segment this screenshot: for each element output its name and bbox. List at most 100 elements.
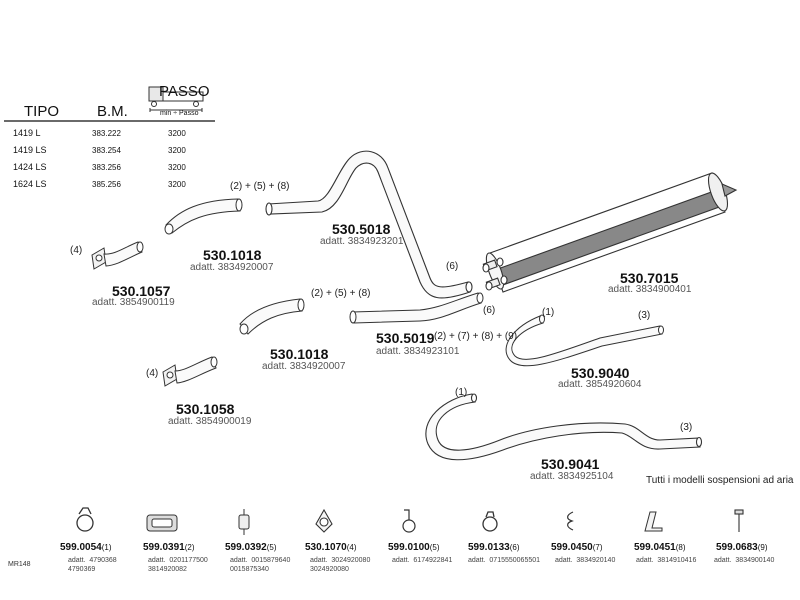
bottom-part-code: 599.0451(8) <box>634 542 686 553</box>
bottom-part-code: 599.0392(5) <box>225 542 277 553</box>
bottom-part-qty: (1) <box>101 543 112 552</box>
callout-530-9040-3: (3) <box>638 310 651 321</box>
part-code-530-1018b: 530.1018 <box>270 346 329 362</box>
bottom-part-qty: (9) <box>757 543 768 552</box>
part-code-530-7015: 530.7015 <box>620 270 679 286</box>
table-row-bm: 383.256 <box>92 163 121 172</box>
bottom-part-code: 599.0133(6) <box>468 542 520 553</box>
gasket-icon <box>146 514 178 532</box>
bottom-part-code: 599.0450(7) <box>551 542 603 553</box>
part-530-1018b-drawing <box>239 298 305 335</box>
bottom-part-code-text: 599.0450 <box>551 542 593 553</box>
table-row-passo: 3200 <box>168 163 186 172</box>
bottom-part-qty: (6) <box>509 543 520 552</box>
table-row-tipo: 1419 LS <box>13 145 47 155</box>
spring-hook-icon <box>567 511 574 531</box>
bottom-part-code-text: 599.0391 <box>143 542 185 553</box>
table-header-tipo: TIPO <box>24 103 60 120</box>
passo-subtitle: min ÷ Passo <box>160 110 199 117</box>
air-suspension-note: Tutti i modelli sospensioni ad aria <box>646 475 794 486</box>
page-reference: MR148 <box>8 561 31 568</box>
table-row-tipo: 1424 LS <box>13 162 47 172</box>
table-row-bm: 383.222 <box>92 129 121 138</box>
bottom-part-adatt: adatt. 0015879640 0015875340 <box>230 557 291 573</box>
bottom-part-code-text: 599.0133 <box>468 542 510 553</box>
bottom-part-adatt: adatt. 0715550065501 <box>468 557 541 564</box>
bottom-part-adatt: adatt. 4790368 4790369 <box>68 557 117 573</box>
bottom-part-code-text: 530.1070 <box>305 542 347 553</box>
table-row-bm: 385.256 <box>92 180 121 189</box>
part-adatt-530-9040: adatt. 3854920604 <box>558 379 642 390</box>
rubber-mount-icon <box>238 509 250 535</box>
table-row-tipo: 1419 L <box>13 128 41 138</box>
bottom-part-code-text: 599.0392 <box>225 542 267 553</box>
part-code-530-5018: 530.5018 <box>332 221 391 237</box>
part-adatt-530-9041: adatt. 3834925104 <box>530 471 614 482</box>
callout-530-1057: (4) <box>70 245 83 256</box>
truck-icon <box>148 86 204 112</box>
bottom-part-qty: (2) <box>184 543 195 552</box>
bottom-part-qty: (5) <box>266 543 277 552</box>
part-530-5019-drawing <box>349 292 484 324</box>
bottom-part-code: 530.1070(4) <box>305 542 357 553</box>
bottom-part-adatt: adatt. 3834920140 <box>555 557 616 564</box>
callout-530-1018b: (2) + (5) + (8) <box>311 288 371 299</box>
part-code-530-5019: 530.5019 <box>376 330 435 346</box>
bottom-part-code: 599.0391(2) <box>143 542 195 553</box>
bottom-part-adatt: adatt. 0201177500 3814920082 <box>148 557 208 573</box>
table-row-bm: 383.254 <box>92 146 121 155</box>
table-row-passo: 3200 <box>168 180 186 189</box>
bottom-part-qty: (7) <box>592 543 603 552</box>
part-530-9041-drawing <box>425 393 703 461</box>
bottom-part-qty: (4) <box>346 543 357 552</box>
bottom-part-code-text: 599.0683 <box>716 542 758 553</box>
table-row-passo: 3200 <box>168 129 186 138</box>
part-530-1057-drawing <box>91 241 144 270</box>
callout-530-9041-3: (3) <box>680 422 693 433</box>
bottom-part-code: 599.0100(5) <box>388 542 440 553</box>
table-header-passo: PASSO <box>159 83 210 100</box>
table-header-bm: B.M. <box>97 103 128 120</box>
callout-530-5019: (6) <box>483 305 496 316</box>
callout-530-5019-inline: (2) + (7) + (8) + (9) <box>434 331 518 342</box>
bottom-part-code-text: 599.0054 <box>60 542 102 553</box>
bottom-part-adatt: adatt. 3814910416 <box>636 557 697 564</box>
part-530-1018a-drawing <box>164 198 243 235</box>
clamp-icon <box>76 507 94 532</box>
bottom-part-adatt: adatt. 3024920080 3024920080 <box>310 557 371 573</box>
bolt-icon <box>734 509 744 532</box>
hanger-icon <box>402 509 416 533</box>
callout-530-1058: (4) <box>146 368 159 379</box>
part-code-530-1018a: 530.1018 <box>203 247 262 263</box>
bottom-part-code-text: 599.0100 <box>388 542 430 553</box>
part-adatt-530-1018b: adatt. 3834920007 <box>262 361 346 372</box>
part-code-530-9041: 530.9041 <box>541 456 600 472</box>
flange-gasket-icon <box>315 508 333 533</box>
table-row-passo: 3200 <box>168 146 186 155</box>
table-row-tipo: 1624 LS <box>13 179 47 189</box>
bottom-part-code-text: 599.0451 <box>634 542 676 553</box>
bottom-part-code: 599.0683(9) <box>716 542 768 553</box>
bottom-part-qty: (8) <box>675 543 686 552</box>
part-adatt-530-1018a: adatt. 3834920007 <box>190 262 274 273</box>
part-code-530-1058: 530.1058 <box>176 401 235 417</box>
bracket-icon <box>644 511 663 532</box>
callout-530-9041-1: (1) <box>455 387 468 398</box>
part-code-530-9040: 530.9040 <box>571 365 630 381</box>
part-code-530-1057: 530.1057 <box>112 283 171 299</box>
part-530-1058-drawing <box>162 356 218 387</box>
ring-clamp-icon <box>482 511 498 532</box>
part-530-5018-drawing <box>265 150 473 299</box>
part-adatt-530-1058: adatt. 3854900019 <box>168 416 252 427</box>
callout-530-5018: (6) <box>446 261 459 272</box>
part-adatt-530-5018: adatt. 3834923201 <box>320 236 404 247</box>
part-adatt-530-5019: adatt. 3834923101 <box>376 346 460 357</box>
callout-530-9040-1: (1) <box>542 307 555 318</box>
bottom-part-adatt: adatt. 3834900140 <box>714 557 775 564</box>
part-adatt-530-7015: adatt. 3834900401 <box>608 284 692 295</box>
bottom-part-code: 599.0054(1) <box>60 542 112 553</box>
bottom-part-qty: (5) <box>429 543 440 552</box>
part-530-7015-drawing <box>482 172 738 293</box>
part-adatt-530-1057: adatt. 3854900119 <box>92 297 175 308</box>
